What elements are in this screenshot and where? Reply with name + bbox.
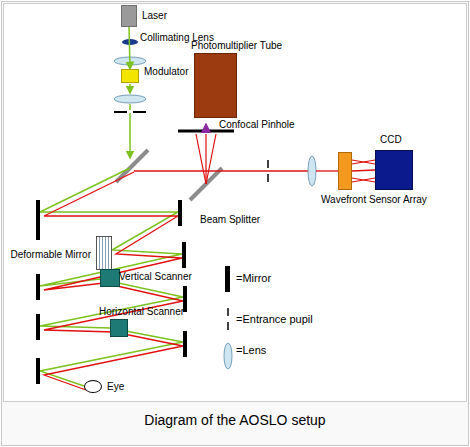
part-label: Collimating Lens [140,32,214,44]
entrance-pupil [267,160,269,168]
legend-pupil-sample [227,322,229,330]
beam [352,160,375,164]
legend-mirror-sample [225,266,230,292]
entrance-pupil [267,174,269,182]
mirror [36,314,40,340]
part-label: Modulator [144,66,188,78]
beam [206,134,216,184]
scanner-box: Horizontal Scanner [110,319,128,337]
beam [129,84,131,93]
beam [129,104,131,110]
mirror [36,358,40,384]
lens [114,95,146,103]
lens [308,156,316,186]
signal-arrow [205,124,207,129]
part-label: Beam Splitter [200,214,260,226]
legend-text: =Entrance pupil [236,313,313,325]
part-label: Vertical Scanner [119,271,192,283]
part-label: Eye [107,381,124,393]
aperture [114,111,127,113]
mirror [36,200,40,240]
laser-box: Laser [121,5,137,27]
beam [352,178,375,182]
beam [134,170,310,171]
beam [316,170,338,171]
legend-pupil-sample [227,308,229,316]
beam [129,113,131,158]
wavefront-sensor-box: Wavefront Sensor Array [338,152,352,190]
part-label: Confocal Pinhole [219,119,295,131]
beam [352,178,375,182]
beam [352,160,375,164]
beam [205,134,206,184]
eye-circle: Eye [84,380,102,393]
beam-connector [129,27,130,69]
photomultiplier-box: Photomultiplier Tube [194,53,237,118]
figure-caption: Diagram of the AOSLO setup [0,412,470,428]
scanner-box: Vertical Scanner [100,269,120,287]
part-label: Wavefront Sensor Array [321,194,427,206]
legend-lens-sample [224,343,232,369]
legend-text: =Lens [236,344,266,356]
modulator-box: Modulator [121,69,139,83]
mirror [183,331,187,357]
part-label: CCD [380,134,402,146]
deformable-mirror-box: Deformable Mirror [96,236,112,270]
mirror [178,200,182,226]
legend-text: =Mirror [236,272,271,284]
beam [196,134,206,184]
mirror [36,274,40,300]
mirror [182,242,186,268]
ccd-box: CCD [375,150,413,190]
beam-splitter [116,150,148,182]
part-label: Laser [142,10,167,22]
part-label: Horizontal Scanner [99,306,184,318]
part-label: Deformable Mirror [10,249,91,261]
beam-connector [352,170,375,171]
aperture [133,111,146,113]
confocal-pinhole [178,130,203,133]
